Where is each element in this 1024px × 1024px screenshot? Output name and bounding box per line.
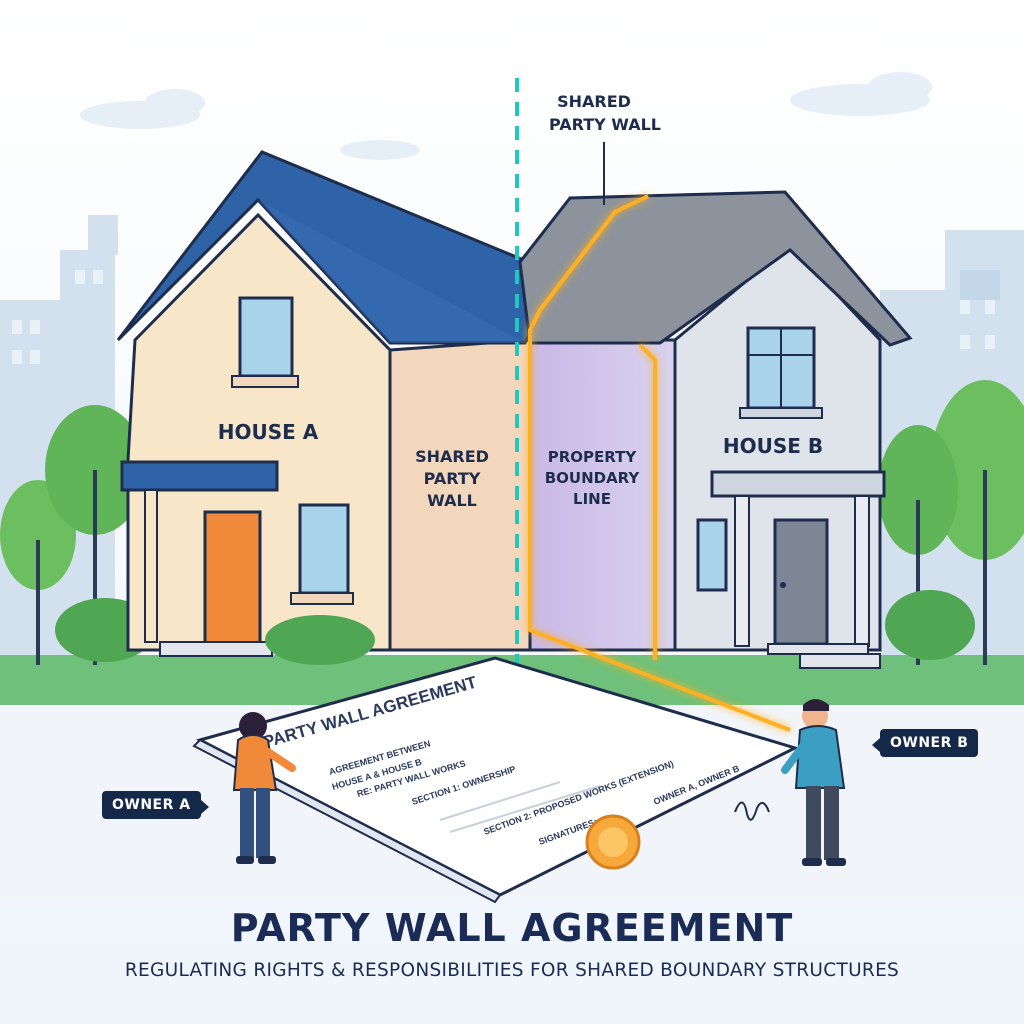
boundary-label-line2: BOUNDARY (545, 469, 641, 487)
side-label-line2: PARTY (424, 469, 481, 488)
skyline-windows (12, 270, 995, 364)
house-a-label: HOUSE A (218, 420, 319, 444)
signature-scribble (734, 801, 770, 821)
agreement-document: PARTY WALL AGREEMENT AGREEMENT BETWEEN H… (192, 656, 800, 904)
top-label-line2: PARTY WALL (549, 115, 661, 134)
boundary-label-line1: PROPERTY (548, 448, 638, 466)
side-label-line3: WALL (427, 491, 477, 510)
tree-left (0, 405, 155, 665)
house-b-label: HOUSE B (723, 434, 823, 458)
house-b (518, 190, 913, 669)
owner-b-tag: OWNER B (871, 729, 979, 757)
side-label-line1: SHARED (415, 447, 489, 466)
owner-a-tag: OWNER A (102, 791, 209, 819)
clouds (80, 72, 932, 160)
boundary-label-line3: LINE (573, 490, 611, 508)
house-a (116, 150, 563, 665)
owner-b-figure (781, 699, 846, 866)
tree-right (878, 380, 1024, 665)
owner-a-figure (232, 712, 296, 864)
boundary-line (528, 194, 791, 732)
footer-title: PARTY WALL AGREEMENT (230, 906, 794, 950)
top-label-line1: SHARED (557, 92, 631, 111)
seal-icon (585, 814, 641, 870)
footer-subtitle: REGULATING RIGHTS & RESPONSIBILITIES FOR… (124, 960, 900, 981)
